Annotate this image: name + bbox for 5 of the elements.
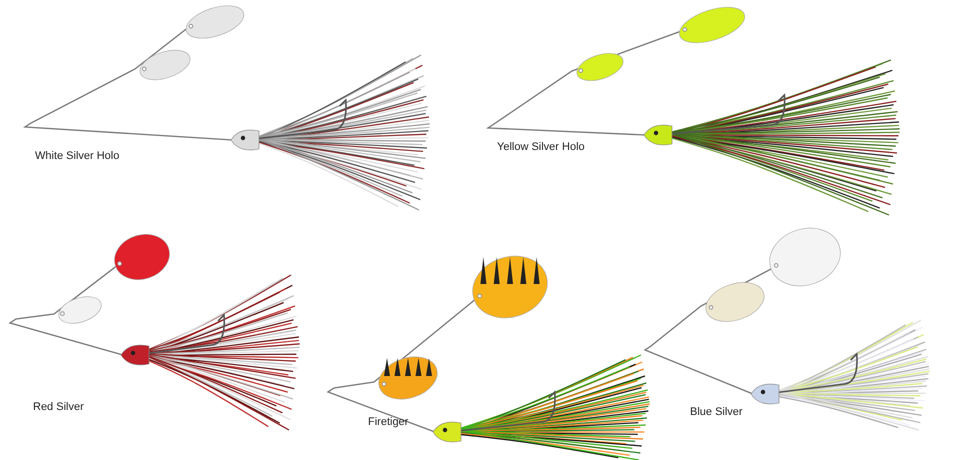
lure-label: Red Silver xyxy=(33,401,84,413)
lure-label: Firetiger xyxy=(368,416,408,428)
lure-label: Yellow Silver Holo xyxy=(497,141,585,153)
lure-label: White Silver Holo xyxy=(35,150,120,162)
lure-label: Blue Silver xyxy=(690,406,743,418)
